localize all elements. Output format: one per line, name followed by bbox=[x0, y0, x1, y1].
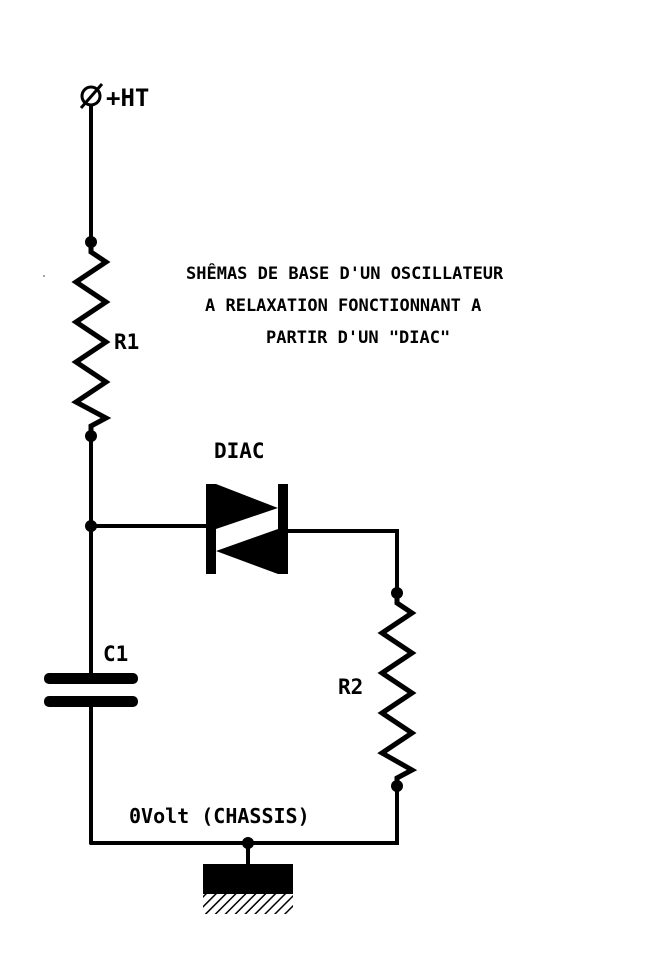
chassis-ground-icon bbox=[203, 864, 293, 914]
ground-node bbox=[242, 837, 254, 849]
wire-ground-rail bbox=[89, 784, 399, 845]
diac-icon bbox=[206, 484, 288, 574]
r2-label: R2 bbox=[338, 675, 363, 699]
scan-speck bbox=[43, 275, 45, 277]
diagram-title: SHÊMAS DE BASE D'UN OSCILLATEUR A RELAXA… bbox=[186, 262, 504, 348]
title-line-3: PARTIR D'UN "DIAC" bbox=[266, 328, 450, 348]
c1-label: C1 bbox=[103, 642, 128, 666]
wire-diac-r2 bbox=[284, 529, 399, 595]
junction-node bbox=[85, 520, 97, 532]
diac-label: DIAC bbox=[214, 439, 265, 463]
supply-label: +HT bbox=[106, 84, 149, 112]
title-line-1: SHÊMAS DE BASE D'UN OSCILLATEUR bbox=[186, 262, 504, 284]
title-line-2: A RELAXATION FONCTIONNANT A bbox=[205, 296, 481, 316]
r1-label: R1 bbox=[114, 330, 139, 354]
capacitor-c1-icon bbox=[44, 673, 138, 707]
wires bbox=[89, 104, 399, 866]
resistor-r1-icon bbox=[71, 236, 112, 442]
ground-label: 0Volt (CHASSIS) bbox=[129, 804, 310, 828]
resistor-r2-icon bbox=[377, 587, 418, 792]
